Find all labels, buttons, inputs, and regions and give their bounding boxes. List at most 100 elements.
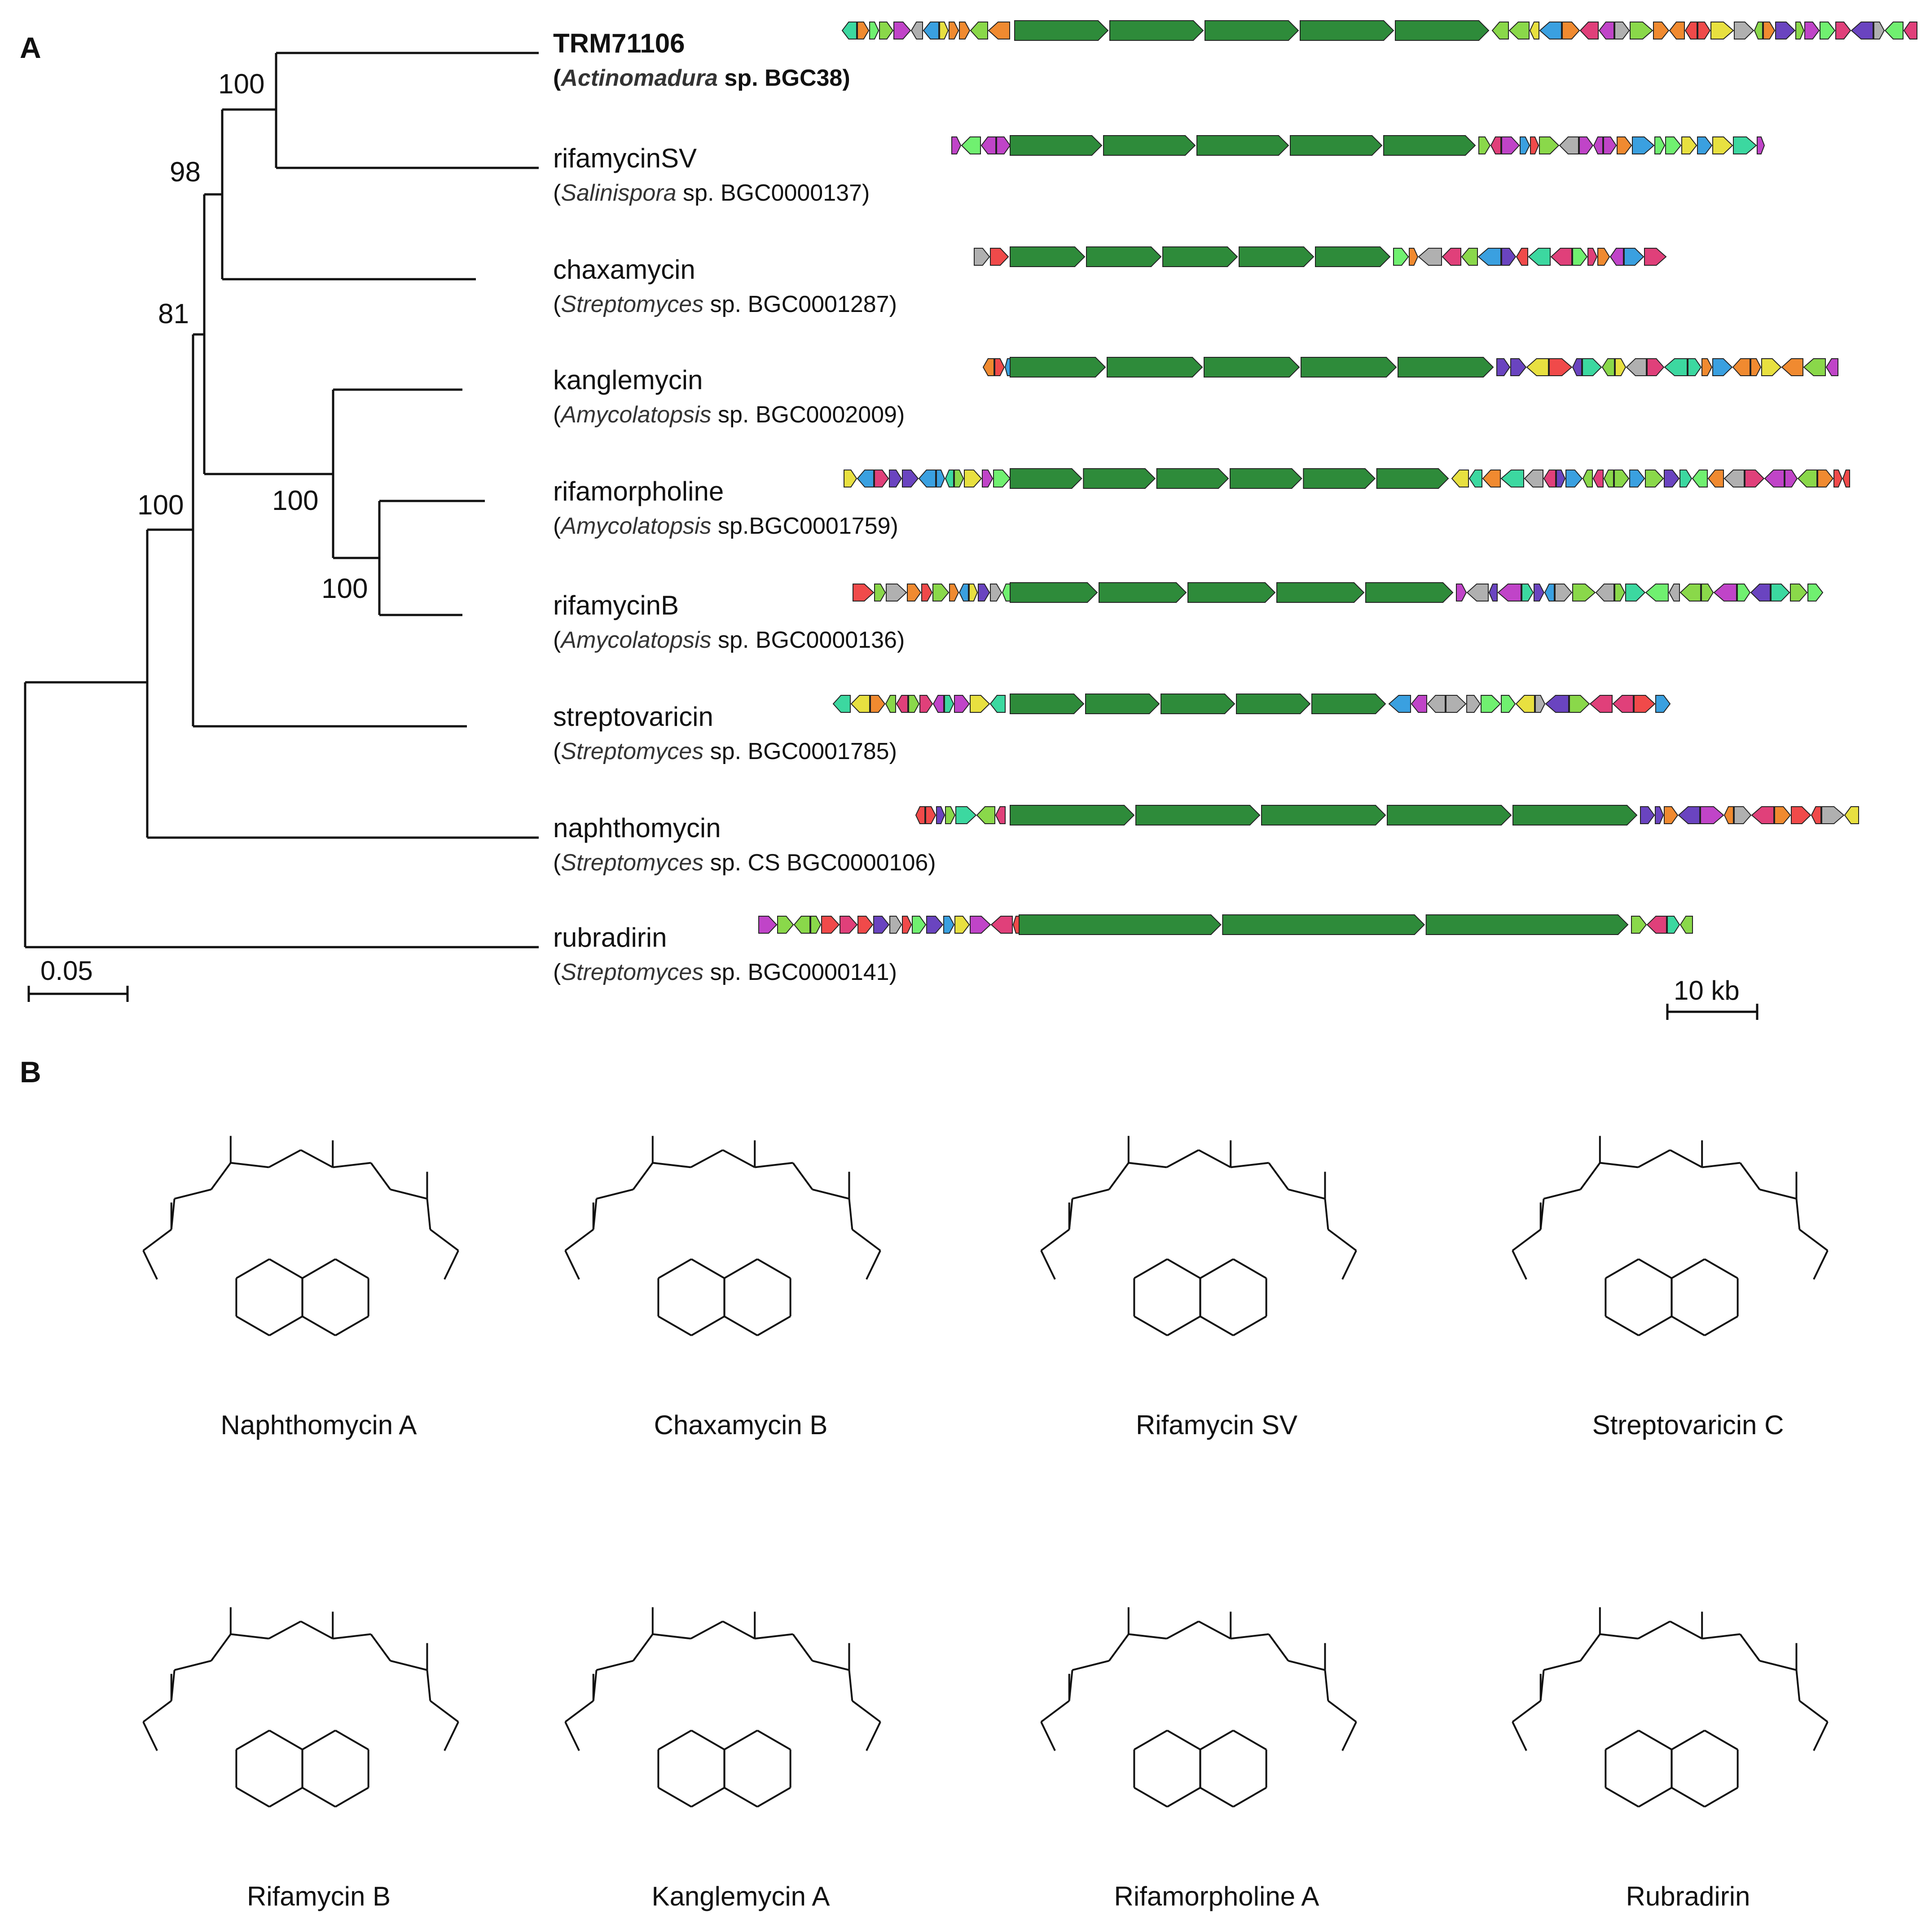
gene-arrow — [1488, 584, 1498, 602]
gene-arrow — [1569, 695, 1590, 713]
gene-arrow — [1701, 584, 1714, 602]
bond — [390, 1188, 427, 1200]
bond — [1072, 1660, 1109, 1671]
gene-arrow — [1617, 136, 1632, 154]
gene-arrow — [959, 22, 971, 40]
gene-arrow — [1700, 806, 1724, 824]
gene-arrow — [1668, 584, 1680, 602]
gene-arrow — [1785, 470, 1798, 487]
bond — [1512, 1250, 1527, 1280]
gene-arrow — [1398, 357, 1494, 378]
gene-arrow — [1807, 584, 1824, 602]
gene-arrow — [1811, 806, 1821, 824]
gene-arrow — [1466, 695, 1481, 713]
bond — [852, 1700, 881, 1723]
gene-arrow — [810, 916, 822, 934]
gene-arrow — [1383, 135, 1476, 156]
bond — [1638, 1730, 1672, 1751]
bond — [370, 1633, 391, 1662]
bond — [142, 1250, 158, 1280]
gene-arrow — [1678, 806, 1700, 824]
gene-arrow — [1595, 584, 1614, 602]
bond — [1579, 1162, 1601, 1190]
bond — [757, 1258, 791, 1279]
gene-arrow — [1539, 136, 1560, 154]
bond — [722, 1620, 756, 1640]
gene-arrow — [874, 584, 886, 602]
gene-arrow — [1301, 357, 1397, 378]
taxon-source: (Actinomadura sp. BGC38) — [553, 65, 850, 91]
bond — [142, 1229, 172, 1251]
bond — [1671, 1730, 1706, 1751]
bootstrap-value: 100 — [218, 69, 265, 100]
gene-arrow — [1083, 468, 1156, 489]
bond — [142, 1700, 172, 1723]
gene-arrow — [889, 470, 902, 487]
gene-arrow — [1681, 136, 1697, 154]
gene-arrow — [1579, 22, 1599, 40]
gene-arrow — [1646, 916, 1667, 934]
gene-arrow — [1734, 806, 1752, 824]
gene-arrow — [936, 470, 945, 487]
bond — [1704, 1730, 1738, 1751]
gene-arrow — [1688, 358, 1702, 376]
bond — [1230, 1162, 1269, 1168]
gene-arrow — [1593, 136, 1603, 154]
gene-arrow — [1510, 358, 1527, 376]
bond — [1671, 1315, 1706, 1336]
gene-arrow — [1446, 695, 1467, 713]
bond — [690, 1620, 723, 1640]
gene-arrow — [1555, 584, 1573, 602]
bond — [722, 1149, 756, 1168]
bootstrap-value: 100 — [137, 490, 184, 521]
bond — [757, 1315, 791, 1336]
gene-arrow — [1010, 135, 1103, 156]
bond — [1605, 1730, 1640, 1751]
gene-arrow — [1161, 694, 1235, 714]
gene-arrow — [1614, 584, 1626, 602]
gene-arrow — [1592, 470, 1604, 487]
gene-arrow — [1482, 470, 1501, 487]
gene-arrow — [1609, 248, 1624, 266]
gene-arrow — [1425, 914, 1629, 935]
gene-arrow — [1534, 584, 1545, 602]
bootstrap-value: 100 — [321, 573, 368, 604]
gene-arrow — [1099, 582, 1187, 603]
gene-arrow — [969, 584, 978, 602]
gene-arrow — [1667, 916, 1680, 934]
taxon-name: streptovaricin — [553, 702, 713, 732]
bond — [430, 1700, 459, 1723]
bond — [1324, 1199, 1329, 1230]
bond — [236, 1730, 270, 1751]
gene-arrow — [1315, 246, 1391, 267]
gene-arrow — [1456, 584, 1467, 602]
bond — [757, 1730, 791, 1751]
bond — [564, 1250, 580, 1280]
gene-arrow — [1376, 468, 1449, 489]
gene-arrow — [1010, 694, 1085, 714]
structure-name: Rifamycin SV — [1135, 1410, 1298, 1440]
gene-arrow — [1451, 470, 1469, 487]
bond — [1759, 1188, 1797, 1200]
gene-arrow — [1491, 22, 1509, 40]
gene-arrow — [1019, 914, 1222, 935]
bootstrap-value: 81 — [158, 299, 189, 329]
gene-arrow — [994, 358, 1005, 376]
gene-arrow — [1572, 358, 1582, 376]
gene-arrow — [1204, 357, 1300, 378]
gene-arrow — [1844, 806, 1859, 824]
gene-arrow — [1781, 358, 1803, 376]
gene-arrow — [1156, 468, 1229, 489]
gene-arrow — [777, 916, 794, 934]
gene-arrow — [955, 806, 977, 824]
bond — [1799, 1700, 1829, 1723]
bond — [866, 1721, 881, 1751]
bond — [1605, 1315, 1640, 1336]
bond — [335, 1787, 369, 1808]
gene-arrow — [1524, 470, 1543, 487]
gene-arrow — [1010, 357, 1106, 378]
gene-arrow — [919, 695, 933, 713]
gene-arrow — [1710, 22, 1734, 40]
gene-arrow — [1409, 248, 1419, 266]
